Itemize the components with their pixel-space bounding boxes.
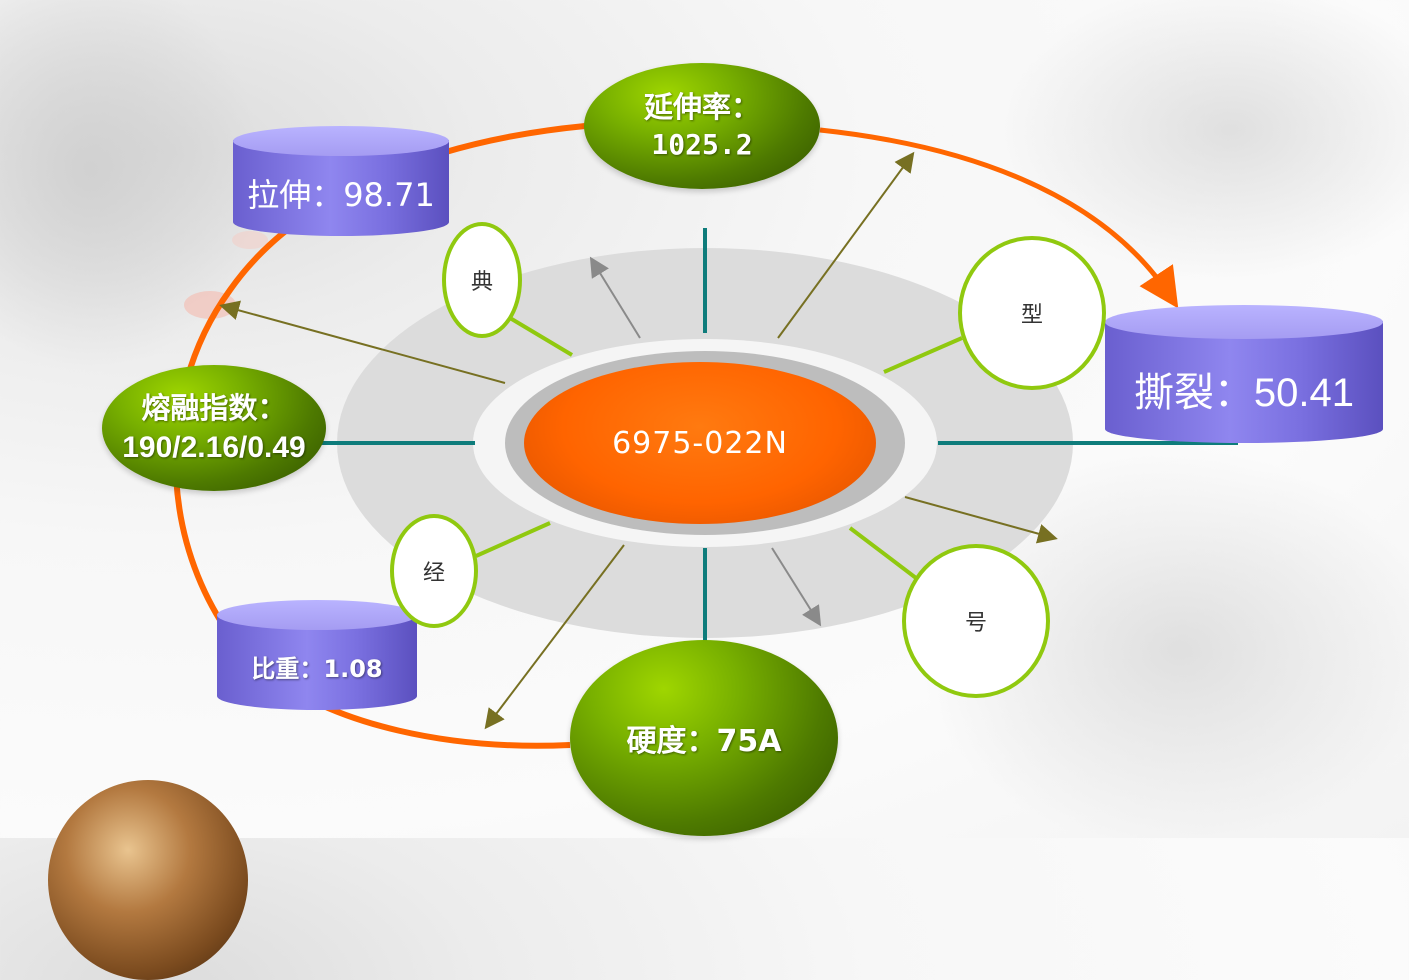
connector-hao <box>848 526 918 580</box>
connector-jing <box>475 521 551 558</box>
char-xing: 型 <box>1020 303 1043 328</box>
hardness-text: 硬度：75A <box>626 724 782 759</box>
connector-dian <box>508 316 574 357</box>
char-circle-xing: 型 <box>958 236 1106 390</box>
melt-index-node: 熔融指数： 190/2.16/0.49 <box>102 365 326 491</box>
melt-index-label: 熔融指数： <box>141 391 287 425</box>
char-hao: 号 <box>964 611 987 636</box>
center-product-label: 6975-022N <box>612 425 788 461</box>
char-dian: 典 <box>470 270 493 295</box>
arrow-to-tensile-left <box>219 300 506 384</box>
connector-xing <box>883 336 963 374</box>
char-circle-dian: 典 <box>442 222 522 338</box>
tensile-node: 拉伸：98.71 <box>233 126 449 236</box>
char-circle-hao: 号 <box>902 544 1050 698</box>
elongation-label: 延伸率： <box>643 90 760 124</box>
melt-index-value: 190/2.16/0.49 <box>122 431 306 464</box>
density-node: 比重：1.08 <box>217 600 417 710</box>
center-product-node: 6975-022N <box>524 362 876 524</box>
background-wash <box>0 0 1409 838</box>
char-circle-jing: 经 <box>390 514 478 628</box>
density-text: 比重：1.08 <box>251 654 383 683</box>
elongation-value: 1025.2 <box>651 128 753 161</box>
tensile-text: 拉伸：98.71 <box>247 176 435 214</box>
tear-node: 撕裂：50.41 <box>1105 305 1383 443</box>
arrow-down-right-gray <box>771 547 822 627</box>
arrow-up-left-gray <box>589 256 641 339</box>
outer-ring-right-arrow <box>819 127 1179 309</box>
arrow-right <box>904 496 1058 544</box>
hardness-node: 硬度：75A <box>570 640 838 836</box>
arrow-down-left <box>484 544 625 730</box>
globe-icon <box>48 780 248 980</box>
arrow-up-right <box>777 151 915 339</box>
tear-text: 撕裂：50.41 <box>1133 371 1355 415</box>
char-jing: 经 <box>422 561 445 586</box>
elongation-node: 延伸率： 1025.2 <box>584 63 820 189</box>
